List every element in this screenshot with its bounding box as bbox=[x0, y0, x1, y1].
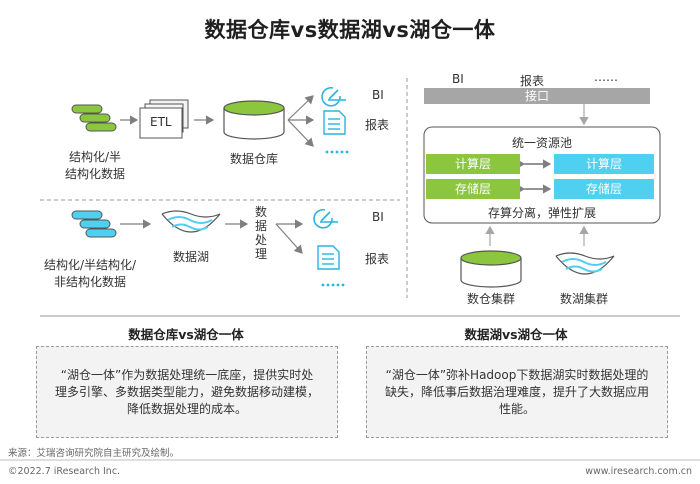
compute-layer-right: 计算层 bbox=[554, 154, 654, 174]
lake-output-report: 报表 bbox=[365, 252, 390, 266]
right-quote-box: “湖仓一体”弥补Hadoop下数据湖实时数据处理的 缺失，降低事后数据治理难度，… bbox=[366, 346, 668, 438]
warehouse-label: 数据仓库 bbox=[229, 152, 278, 166]
data-lake-icon bbox=[161, 210, 221, 233]
report-document-icon bbox=[317, 245, 340, 270]
copyright: ©2022.7 iResearch Inc. bbox=[8, 466, 121, 477]
multi-type-data-stack-icon bbox=[71, 210, 117, 238]
storage-layer-right: 存储层 bbox=[554, 179, 654, 199]
more-dots-icon bbox=[325, 150, 349, 154]
lake-output-bi: BI bbox=[372, 210, 384, 224]
left-section-title: 数据仓库vs湖仓一体 bbox=[128, 327, 244, 342]
more-dots-icon bbox=[321, 283, 345, 287]
multi-type-source-label: 结构化/半结构化/ 非结构化数据 bbox=[43, 258, 137, 289]
lake-cluster-label: 数湖集群 bbox=[559, 292, 608, 306]
left-quote-text: “湖仓一体”作为数据处理统一底座，提供实时处 理多引擎、多数据类型能力，避免数据… bbox=[54, 368, 319, 416]
lake-cluster-icon bbox=[555, 252, 615, 275]
lakehouse-output-bi: BI bbox=[452, 72, 464, 86]
report-document-icon bbox=[323, 110, 346, 135]
structured-source-label: 结构化/半 结构化数据 bbox=[64, 150, 125, 181]
source-note: 来源：艾瑞咨询研究院自主研究及绘制。 bbox=[8, 448, 180, 459]
lakehouse-output-more: …… bbox=[594, 70, 618, 84]
structured-data-stack-icon bbox=[71, 104, 117, 132]
arrow-warehouse-to-more bbox=[287, 119, 314, 147]
compute-layer-left: 计算层 bbox=[426, 154, 520, 174]
processing-label: 数 据 处 理 bbox=[255, 205, 268, 261]
etl-label: ETL bbox=[150, 115, 172, 129]
bi-chart-icon bbox=[321, 86, 346, 107]
storage-layer-left: 存储层 bbox=[426, 179, 520, 199]
resource-pool-title: 统一资源池 bbox=[511, 136, 572, 150]
data-warehouse-cylinder-icon bbox=[223, 100, 285, 140]
right-quote-text: “湖仓一体”弥补Hadoop下数据湖实时数据处理的 缺失，降低事后数据治理难度，… bbox=[384, 368, 649, 416]
bi-chart-icon bbox=[313, 208, 338, 229]
page-title: 数据仓库vs数据湖vs湖仓一体 bbox=[204, 18, 496, 42]
lake-label: 数据湖 bbox=[172, 250, 209, 264]
warehouse-cluster-cylinder-icon bbox=[460, 250, 522, 288]
left-quote-box: “湖仓一体”作为数据处理统一底座，提供实时处 理多引擎、多数据类型能力，避免数据… bbox=[36, 346, 338, 438]
resource-pool-box bbox=[423, 126, 661, 224]
right-section-title: 数据湖vs湖仓一体 bbox=[464, 327, 568, 342]
warehouse-output-bi: BI bbox=[372, 88, 384, 102]
etl-icon bbox=[139, 99, 189, 139]
website-link[interactable]: www.iresearch.com.cn bbox=[585, 466, 692, 477]
warehouse-output-report: 报表 bbox=[365, 118, 390, 132]
arrow-warehouse-to-bi bbox=[287, 95, 314, 121]
arrow-processing-to-report bbox=[275, 223, 303, 254]
interface-bar: 接口 bbox=[424, 88, 650, 104]
separation-label: 存算分离，弹性扩展 bbox=[487, 206, 596, 220]
warehouse-cluster-label: 数仓集群 bbox=[466, 292, 515, 306]
lakehouse-output-report: 报表 bbox=[520, 74, 545, 88]
